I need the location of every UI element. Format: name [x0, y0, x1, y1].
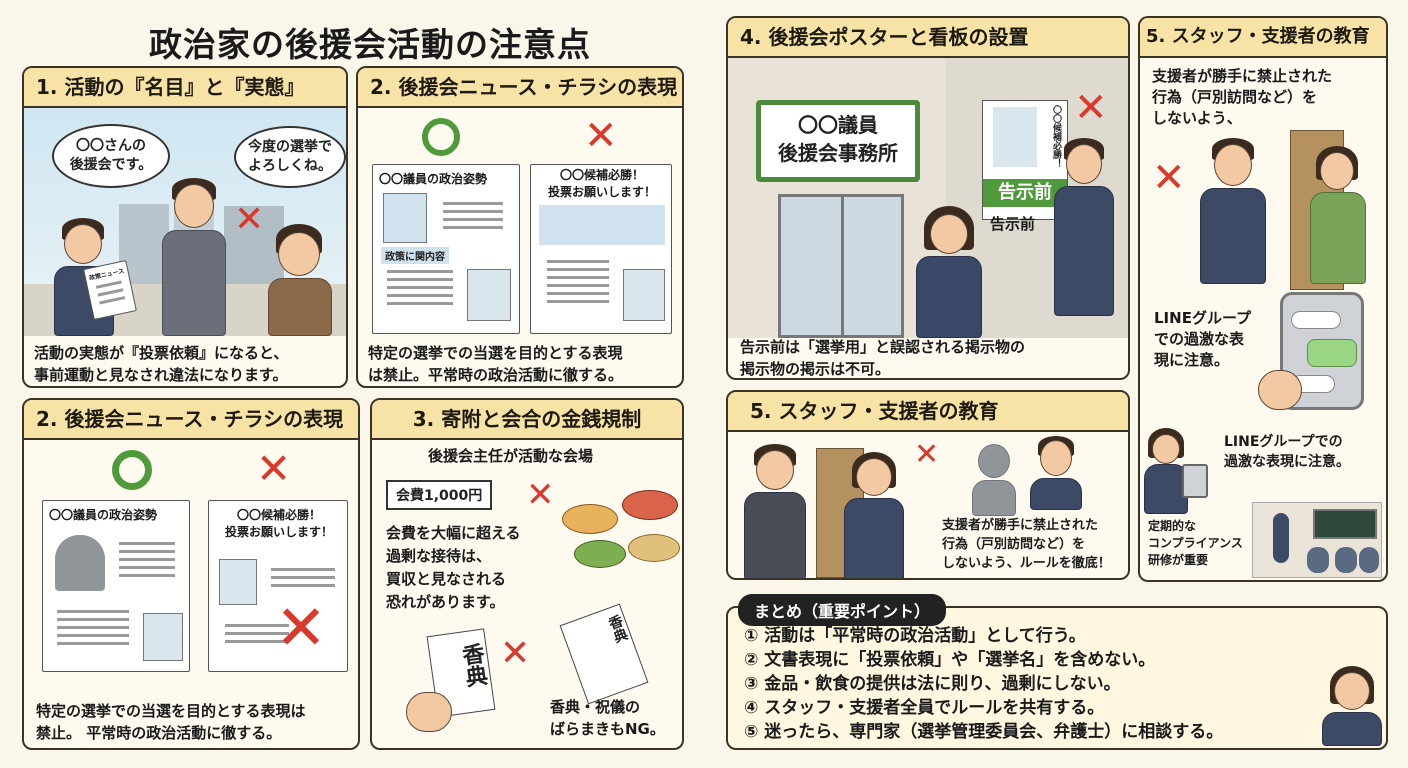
panel-caption: 特定の選挙での当選を目的とする表現は 禁止。 平常時の政治活動に徹する。	[36, 702, 306, 742]
glass-door	[778, 194, 904, 338]
ng-cross-mark: ✕	[584, 113, 618, 159]
banquet-food-icon	[562, 480, 682, 580]
pre-announcement-label: 告示前	[990, 215, 1036, 233]
venue-subtitle: 後援会主任が活動な会場	[428, 447, 594, 465]
summary-item: ③ 金品・飲食の提供は法に則り、過剰にしない。	[744, 674, 1121, 694]
panel-heading: 1. 活動の『名目』と『実態』	[24, 68, 346, 108]
ok-newsletter: 〇〇議員の政治姿勢 政策に関内容	[372, 164, 520, 334]
office-sign: 〇〇議員 後援会事務所	[756, 100, 920, 182]
ng-cross-mark: ✕	[526, 475, 555, 515]
page-title: 政治家の後援会活動の注意点	[149, 25, 591, 64]
training-room	[1252, 502, 1382, 578]
summary-item: ① 活動は「平常時の政治活動」として行う。	[744, 626, 1086, 646]
panel-heading: 3. 寄附と会合の金銭規制	[372, 400, 682, 440]
panel-caption: 告示前は「選挙用」と誤認される掲示物の 掲示物の掲示は不可。	[740, 338, 1026, 378]
ng-cross-mark: ✕	[256, 444, 292, 493]
gift-envelope: 香典	[559, 603, 649, 705]
ng-cross-mark: ✕	[1152, 155, 1186, 201]
fee-badge: 会費1,000円	[386, 480, 493, 510]
speech-bubble-right: 今度の選挙で よろしくね。	[234, 126, 346, 188]
prohibited-acts-text: 支援者が勝手に禁止された 行為（戸別訪問など）を しないよう、	[1152, 67, 1333, 127]
entertainment-warning: 会費を大幅に超える 過剰な接待は、 買収と見なされる 恐れがあります。	[386, 524, 521, 611]
panel-caption: 活動の実態が『投票依頼』になると、 事前運動と見なされ違法になります。	[34, 344, 289, 384]
summary-item: ④ スタッフ・支援者全員でルールを共有する。	[744, 698, 1105, 718]
panel-posters-and-signs: 4. 後援会ポスターと看板の設置 〇〇議員 後援会事務所 〇〇候補必勝！ 告示前…	[726, 16, 1130, 380]
panel-heading: 4. 後援会ポスターと看板の設置	[728, 18, 1128, 58]
panel-heading: 2. 後援会ニュース・チラシの表現	[24, 400, 358, 440]
ng-cross-mark-large: ✕	[275, 591, 327, 664]
summary-list: ① 活動は「平常時の政治活動」として行う。 ② 文書表現に「投票依頼」や「選挙名…	[744, 624, 1223, 744]
panel-summary	[726, 606, 1388, 750]
ng-cross-mark: ✕	[914, 437, 940, 472]
panel-newsletter-expression-bottom: 2. 後援会ニュース・チラシの表現 ✕ 〇〇議員の政治姿勢 〇〇候補必勝！ 投票…	[22, 398, 360, 750]
panel-caption: 特定の選挙での当選を目的とする表現 は禁止。平常時の政治活動に徹する。	[368, 344, 624, 384]
panel-caption: 香典・祝儀の ばらまきもNG。	[550, 698, 665, 738]
ng-flyer: 〇〇候補必勝！ 投票お願いします！ ✕	[208, 500, 348, 672]
panel-staff-education-right: 5. スタッフ・支援者の教育 支援者が勝手に禁止された 行為（戸別訪問など）を …	[1138, 16, 1388, 582]
training-text: 定期的な コンプライアンス 研修が重要	[1148, 519, 1243, 567]
panel-staff-education-left: 5. スタッフ・支援者の教育 ✕ 支援者が勝手に禁止された 行為（戸別訪問など）…	[726, 390, 1130, 580]
campaign-poster: 〇〇候補必勝！ 告示前	[982, 100, 1068, 220]
panel-activity-name-vs-reality: 1. 活動の『名目』と『実態』 〇〇さんの 後援会です。 今度の選挙で よろしく…	[22, 66, 348, 388]
summary-tag: まとめ（重要ポイント）	[738, 594, 947, 626]
hand-holding-phone	[1258, 370, 1302, 410]
ok-newsletter: 〇〇議員の政治姿勢	[42, 500, 190, 672]
panel-heading: 5. スタッフ・支援者の教育	[1140, 18, 1386, 58]
ok-circle-mark	[422, 118, 460, 156]
hand-left	[406, 692, 452, 732]
ng-flyer: 〇〇候補必勝！ 投票お願いします！	[530, 164, 672, 334]
ng-cross-mark: ✕	[1074, 85, 1108, 131]
ng-cross-mark: ✕	[500, 633, 531, 674]
line-group-text: LINEグループ での過激な表 現に注意。	[1154, 309, 1252, 369]
panel-heading: 5. スタッフ・支援者の教育	[728, 392, 1128, 432]
smartphone	[1280, 292, 1364, 410]
tablet	[1182, 464, 1208, 498]
panel-caption: 支援者が勝手に禁止された 行為（戸別訪問など）を しないよう、ルールを徹底！	[942, 518, 1111, 571]
line-group-text-2: LINEグループでの 過激な表現に注意。	[1224, 434, 1350, 470]
summary-item: ② 文書表現に「投票依頼」や「選挙名」を含めない。	[744, 650, 1156, 670]
panel-newsletter-expression-top: 2. 後援会ニュース・チラシの表現 ✕ 〇〇議員の政治姿勢 政策に関内容 〇〇候…	[356, 66, 684, 388]
summary-item: ⑤ 迷ったら、専門家（選挙管理委員会、弁護士）に相談する。	[744, 722, 1224, 742]
panel-donation-money-rules: 3. 寄附と会合の金銭規制 後援会主任が活動な会場 会費1,000円 ✕ 会費を…	[370, 398, 684, 750]
ok-circle-mark	[112, 450, 152, 490]
ng-cross-mark: ✕	[234, 199, 265, 240]
speech-bubble-left: 〇〇さんの 後援会です。	[52, 124, 170, 188]
panel-heading: 2. 後援会ニュース・チラシの表現	[358, 68, 682, 108]
